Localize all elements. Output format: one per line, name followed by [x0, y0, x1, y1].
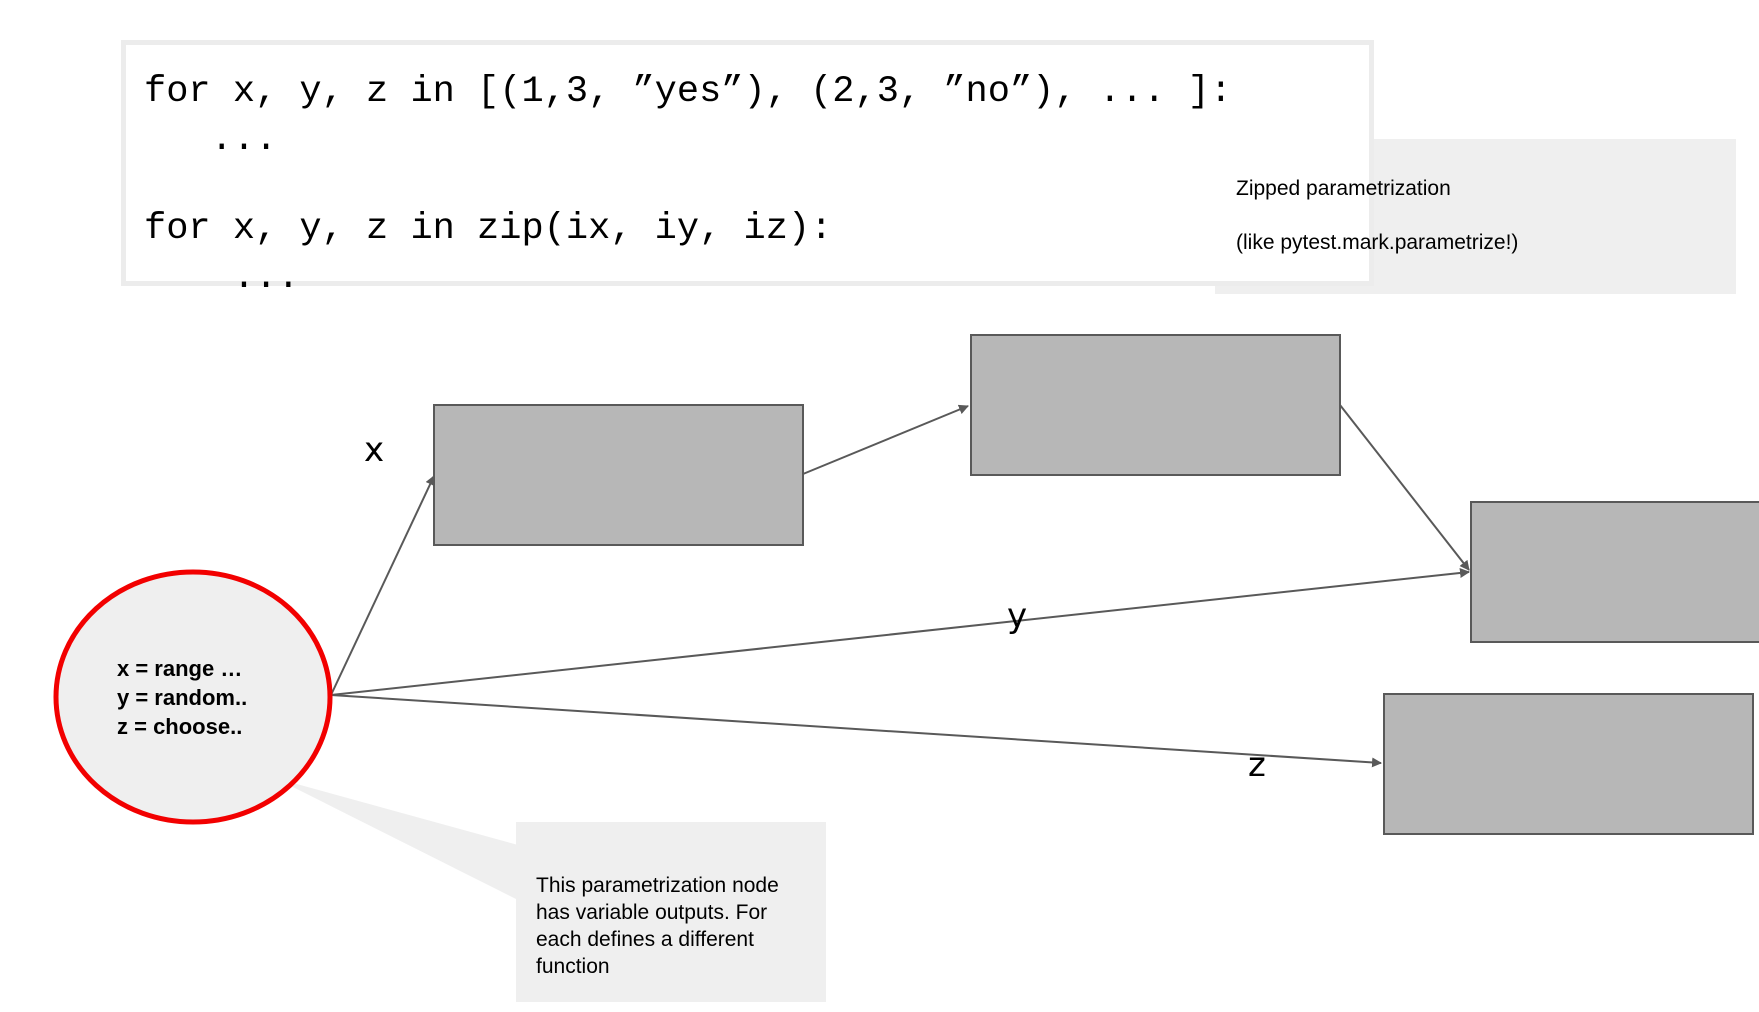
zipped-callout-note: (like pytest.mark.parametrize!): [1236, 231, 1519, 254]
function-box-4: [1383, 693, 1754, 835]
edge-node-to-box4: [330, 694, 1382, 768]
node-callout-tail: [275, 778, 518, 900]
param-node-line-z: z = choose..: [117, 714, 243, 739]
edge-node-to-box3: [330, 567, 1470, 696]
param-node-line-y: y = random..: [117, 685, 248, 710]
function-box-2: [970, 334, 1341, 476]
node-callout-text: This parametrization node has variable o…: [536, 874, 779, 978]
parametrization-node: [53, 569, 333, 825]
edge-label-z: z: [1248, 745, 1266, 785]
edge-box1-to-box2: [802, 404, 969, 475]
edge-node-to-box1: [330, 475, 435, 696]
code-line-2: ...: [144, 119, 278, 161]
param-node-line-x: x = range …: [117, 656, 243, 681]
code-line-3: for x, y, z in zip(ix, iy, iz):: [144, 208, 833, 250]
function-box-3: [1470, 501, 1759, 643]
edge-label-y: y: [1007, 596, 1028, 636]
edge-box2-to-box3: [1339, 404, 1470, 571]
node-callout-box: [516, 822, 826, 1002]
code-line-1: for x, y, z in [(1,3, ”yes”), (2,3, ”no”…: [144, 71, 1232, 113]
code-snippet-box: for x, y, z in [(1,3, ”yes”), (2,3, ”no”…: [121, 40, 1374, 299]
edge-label-x: x: [364, 430, 385, 470]
function-box-1: [433, 404, 804, 546]
code-line-4: ...: [144, 257, 300, 299]
zipped-callout-title: Zipped parametrization: [1236, 177, 1451, 200]
